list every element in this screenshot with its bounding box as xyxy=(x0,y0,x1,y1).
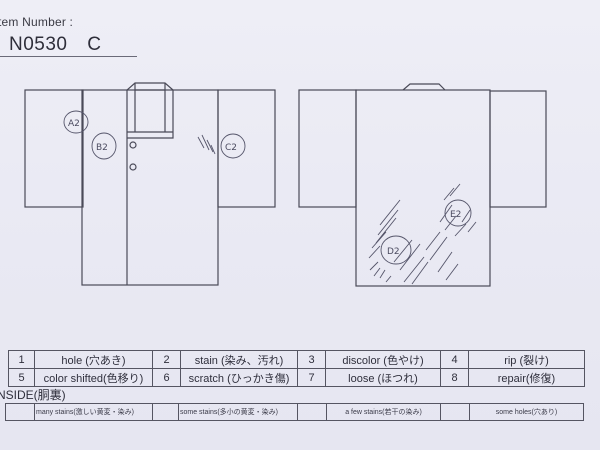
legend-label: repair(修復) xyxy=(468,368,585,387)
inside-mark-cell xyxy=(5,403,35,421)
front-left-sleeve xyxy=(24,89,84,208)
mark-a2: A2 xyxy=(63,110,89,134)
legend-row: 5 color shifted(色移り) 6 scratch (ひっかき傷) 7… xyxy=(8,368,585,387)
mark-d2: D2 xyxy=(380,235,412,265)
legend-number: 8 xyxy=(440,368,469,387)
legend-number: 4 xyxy=(440,350,469,369)
inside-section-title: NSIDE(胴裏) xyxy=(0,388,66,402)
inside-lining-table: many stains(激しい黄変・染み) some stains(多小の黄変・… xyxy=(5,403,584,421)
item-number-value: N0530 C xyxy=(9,34,102,55)
back-garment: D2 E2 xyxy=(298,83,547,287)
damage-legend-table: 1 hole (穴あき) 2 stain (染み、汚れ) 3 discolor … xyxy=(8,350,585,387)
front-body xyxy=(81,89,219,286)
legend-number: 6 xyxy=(152,368,181,387)
back-collar xyxy=(402,83,446,91)
button-icon xyxy=(129,141,137,149)
back-body xyxy=(355,89,491,287)
svg-text:B2: B2 xyxy=(96,143,108,153)
mark-c2: C2 xyxy=(220,133,246,159)
stain-hatching xyxy=(368,183,477,285)
legend-number: 5 xyxy=(8,368,35,387)
legend-number: 1 xyxy=(8,350,35,369)
inside-label: a few stains(若干の染み) xyxy=(326,403,441,421)
front-garment: A2 B2 C2 xyxy=(24,82,276,286)
inside-row: many stains(激しい黄変・染み) some stains(多小の黄変・… xyxy=(5,403,584,421)
legend-label: scratch (ひっかき傷) xyxy=(180,368,298,387)
mark-e2: E2 xyxy=(444,199,472,227)
legend-label: rip (裂け) xyxy=(468,350,585,369)
inside-mark-cell xyxy=(297,403,327,421)
collar-inner xyxy=(134,83,166,132)
inside-mark-cell xyxy=(152,403,179,421)
svg-text:C2: C2 xyxy=(225,143,237,153)
stain-hatching xyxy=(197,134,216,155)
button-icon xyxy=(129,163,137,171)
legend-number: 7 xyxy=(297,368,326,387)
legend-label: discolor (色やけ) xyxy=(325,350,441,369)
legend-number: 3 xyxy=(297,350,326,369)
svg-text:D2: D2 xyxy=(387,247,400,257)
item-number-label: tem Number : xyxy=(0,15,74,29)
collar-top xyxy=(126,82,174,91)
legend-row: 1 hole (穴あき) 2 stain (染み、汚れ) 3 discolor … xyxy=(8,350,585,369)
legend-number: 2 xyxy=(152,350,181,369)
item-number-underline xyxy=(0,56,137,57)
inside-mark-cell xyxy=(440,403,470,421)
front-right-sleeve xyxy=(217,89,276,208)
back-right-sleeve xyxy=(489,90,547,208)
inside-label: some holes(穴あり) xyxy=(469,403,584,421)
mark-b2: B2 xyxy=(91,132,117,160)
legend-label: loose (ほつれ) xyxy=(325,368,441,387)
legend-label: stain (染み、汚れ) xyxy=(180,350,298,369)
collar-band xyxy=(127,90,174,139)
garment-diagram: A2 B2 C2 D2 E2 xyxy=(24,82,547,287)
svg-text:A2: A2 xyxy=(68,119,80,129)
legend-label: color shifted(色移り) xyxy=(34,368,153,387)
inside-label: many stains(激しい黄変・染み) xyxy=(34,403,153,421)
inside-label: some stains(多小の黄変・染み) xyxy=(178,403,298,421)
back-left-sleeve xyxy=(298,89,357,208)
svg-text:E2: E2 xyxy=(450,210,461,220)
legend-label: hole (穴あき) xyxy=(34,350,153,369)
